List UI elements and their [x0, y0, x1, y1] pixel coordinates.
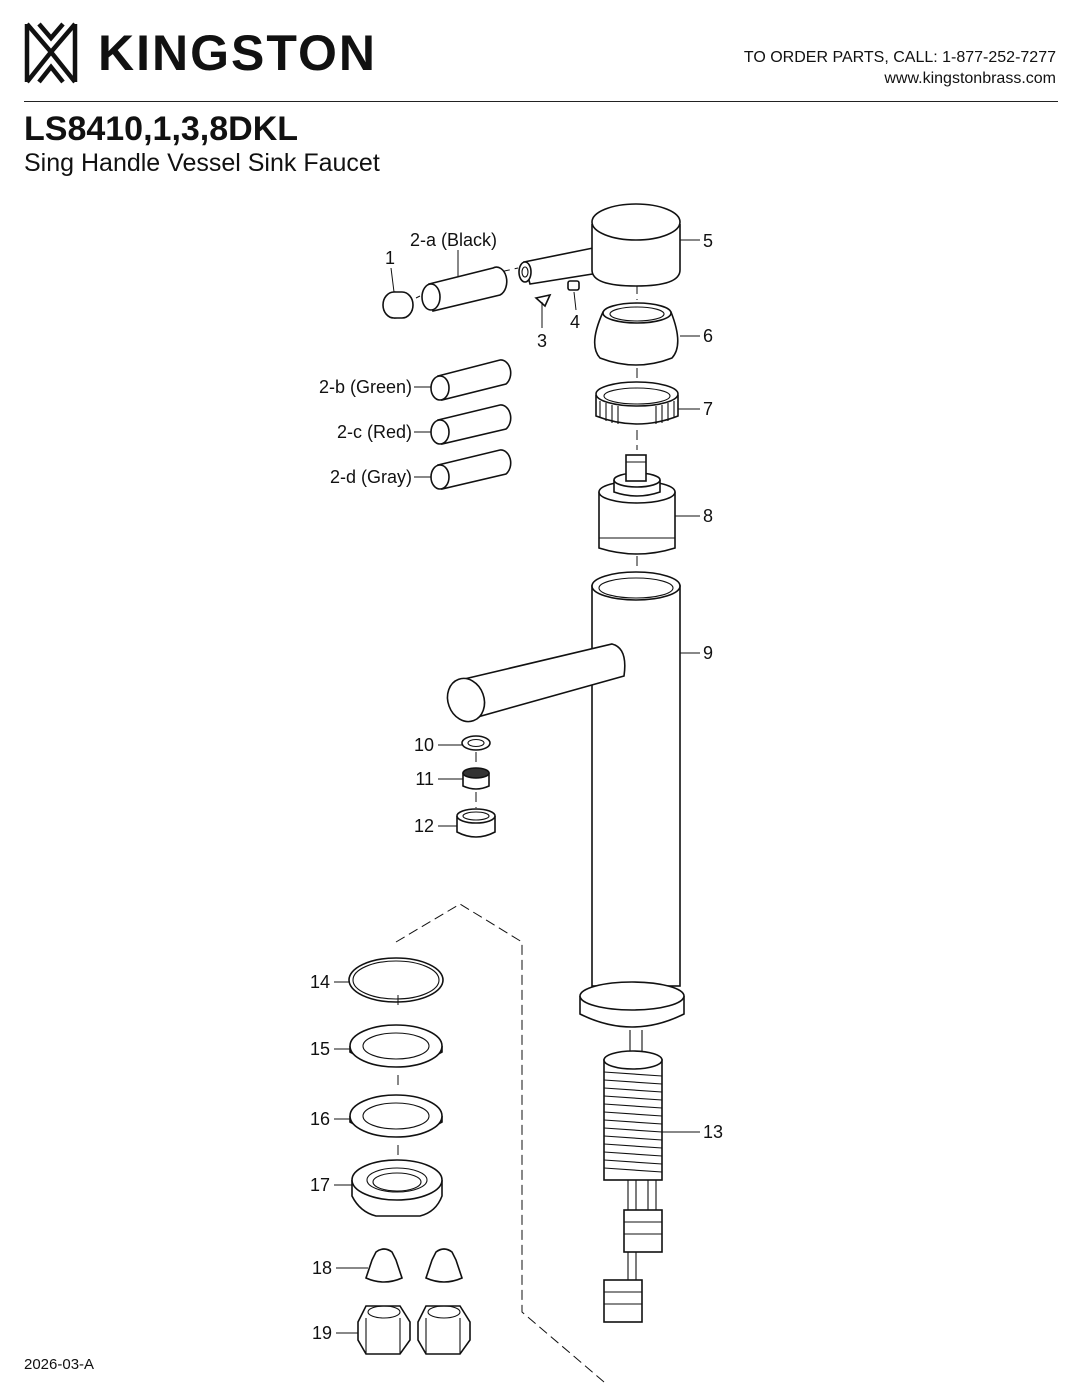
part-2d-sleeve-gray — [430, 449, 512, 490]
label-part-8: 8 — [703, 506, 713, 526]
label-part-1: 1 — [385, 248, 395, 268]
part-labels: 1 2-a (Black) 2-b (Green) 2-c (Red) 2-d … — [310, 230, 723, 1343]
label-part-18: 18 — [312, 1258, 332, 1278]
label-part-14: 14 — [310, 972, 330, 992]
label-part-4: 4 — [570, 312, 580, 332]
part-8-cartridge — [598, 454, 676, 555]
part-7-bonnet-nut — [595, 381, 679, 425]
part-2b-sleeve-green — [430, 359, 512, 401]
label-part-19: 19 — [312, 1323, 332, 1343]
part-9-faucet-body — [446, 571, 685, 1028]
part-2c-sleeve-red — [430, 404, 512, 445]
shank-threads — [603, 1071, 663, 1173]
label-part-2c: 2-c (Red) — [337, 422, 412, 442]
part-10-washer — [461, 735, 491, 751]
kingston-logo-icon — [24, 22, 78, 84]
drain-assembly-guide — [395, 903, 605, 1383]
model-number: LS8410,1,3,8DKL — [24, 110, 299, 148]
part-18-ferrules — [365, 1248, 463, 1283]
label-part-16: 16 — [310, 1109, 330, 1129]
part-6-cover — [593, 302, 679, 366]
leader-lines — [334, 239, 700, 1334]
order-info: TO ORDER PARTS, CALL: 1-877-252-7277 www… — [744, 47, 1056, 89]
part-5-handle-body — [591, 203, 681, 287]
part-12-aerator-housing — [456, 808, 496, 838]
part-16-washer — [349, 1094, 443, 1138]
label-part-12: 12 — [414, 816, 434, 836]
label-part-9: 9 — [703, 643, 713, 663]
part-3-screw — [534, 293, 552, 308]
label-part-6: 6 — [703, 326, 713, 346]
label-part-17: 17 — [310, 1175, 330, 1195]
label-part-2b: 2-b (Green) — [319, 377, 412, 397]
part-2a-sleeve-black — [421, 266, 508, 312]
order-phone: TO ORDER PARTS, CALL: 1-877-252-7277 — [743, 49, 1056, 66]
brand-name: KINGSTON — [98, 25, 377, 81]
label-part-3: 3 — [537, 331, 547, 351]
label-part-2d: 2-d (Gray) — [330, 467, 412, 487]
label-part-10: 10 — [414, 735, 434, 755]
label-part-5: 5 — [703, 231, 713, 251]
part-15-gasket — [349, 1024, 443, 1068]
order-website[interactable]: www.kingstonbrass.com — [884, 70, 1056, 87]
part-1-cap — [382, 291, 414, 319]
part-13-threaded-shank — [603, 1030, 663, 1323]
header-divider — [24, 101, 1058, 102]
part-11-aerator-insert — [462, 767, 490, 790]
label-part-13: 13 — [703, 1122, 723, 1142]
label-part-2a: 2-a (Black) — [410, 230, 497, 250]
part-17-mounting-nut — [351, 1159, 443, 1217]
product-description: Sing Handle Vessel Sink Faucet — [24, 149, 380, 177]
part-4-set-screw — [567, 280, 580, 291]
label-part-15: 15 — [310, 1039, 330, 1059]
revision-code: 2026-03-A — [24, 1356, 95, 1373]
part-19-compression-nuts — [357, 1305, 471, 1355]
label-part-11: 11 — [415, 769, 434, 789]
label-part-7: 7 — [703, 399, 713, 419]
part-14-o-ring — [348, 957, 444, 1003]
